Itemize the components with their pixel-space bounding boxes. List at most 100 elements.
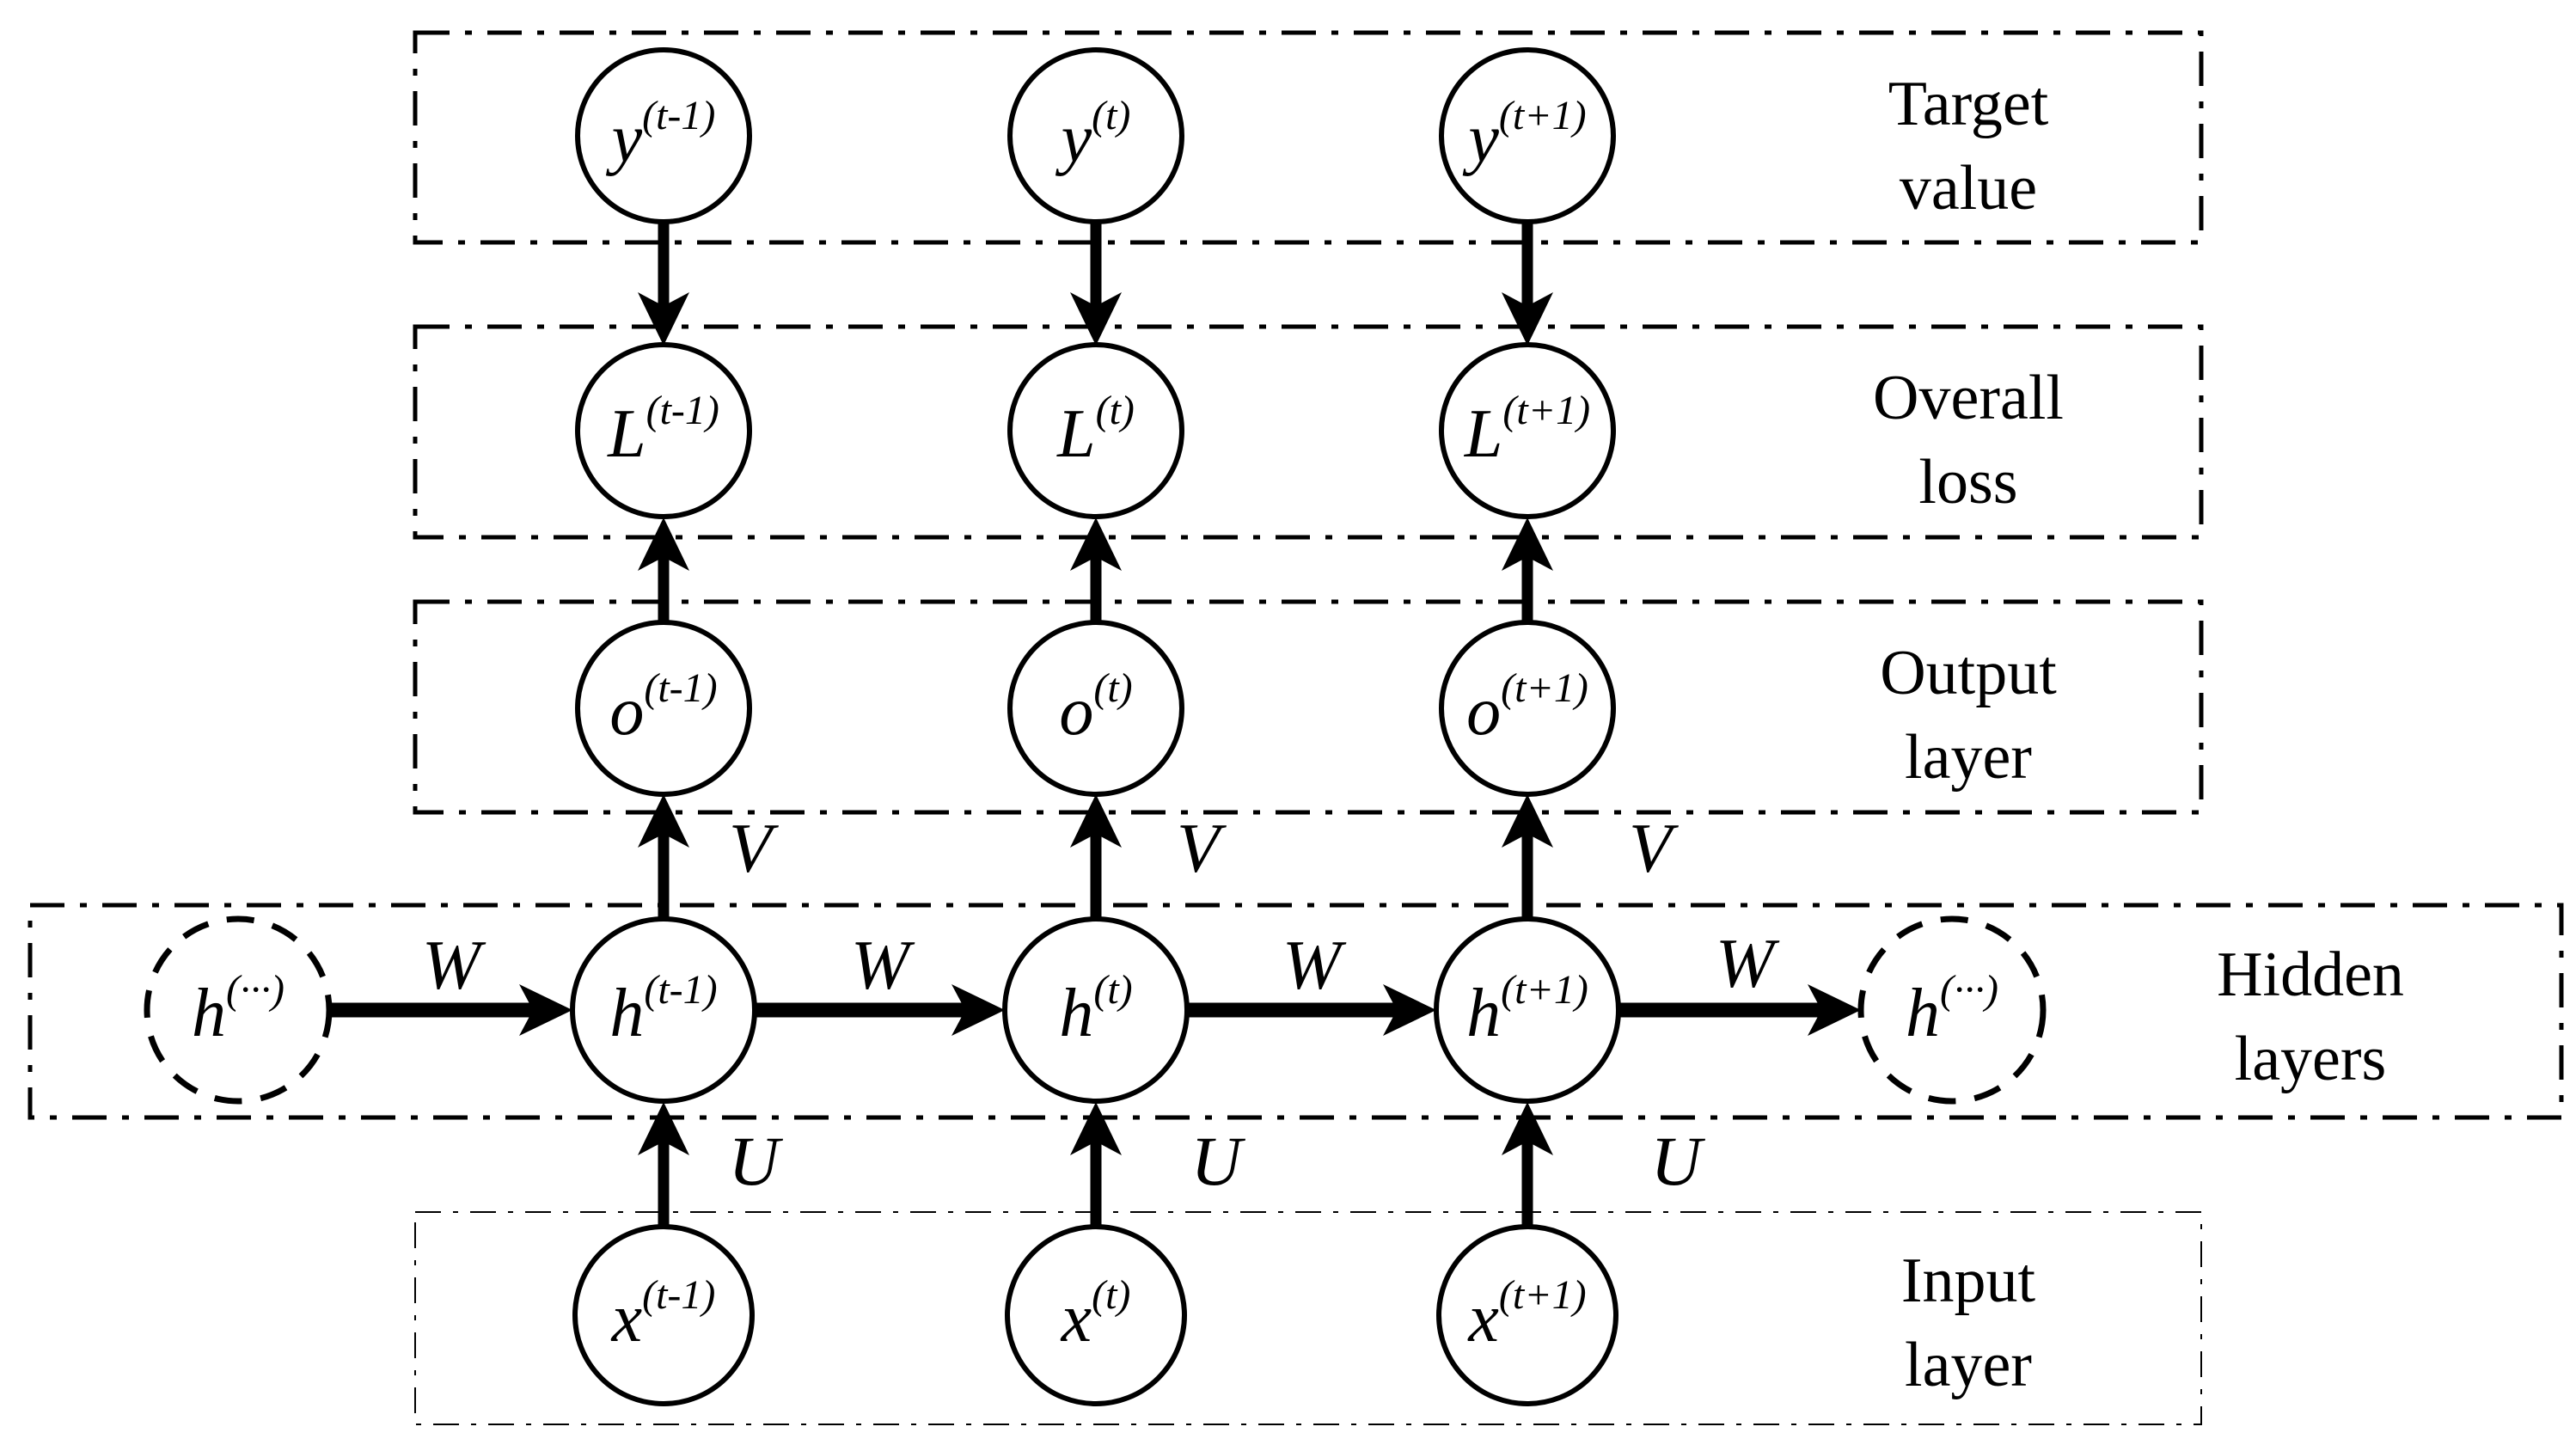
node-h-past-dashed xyxy=(144,915,333,1105)
node-x-t xyxy=(1005,1224,1187,1406)
arrow-h-to-o-t-minus-1-head xyxy=(638,794,689,848)
node-label-sup-o-t-plus-1: (t+1) xyxy=(1501,665,1588,711)
overall-loss-label-line-2: loss xyxy=(1918,447,2017,517)
node-label-main-L-t-minus-1: L xyxy=(607,396,646,472)
arrow-x-to-h-t-head xyxy=(1070,1102,1122,1155)
node-label-sup-h-past: (···) xyxy=(226,967,285,1013)
node-label-sup-h-t-minus-1: (t-1) xyxy=(644,967,717,1013)
node-label-main-x-t-minus-1: x xyxy=(611,1281,643,1356)
node-label-x-t-plus-1: x(t+1) xyxy=(1467,1272,1586,1356)
arrow-h-t-minus-1-to-h-t-head xyxy=(951,984,1005,1036)
output-layer-label-line-2: layer xyxy=(1905,722,2032,793)
node-y-t-plus-1 xyxy=(1439,47,1616,224)
arrow-h-t-plus-1-to-h-future-head xyxy=(1808,984,1861,1036)
node-x-t-plus-1 xyxy=(1436,1224,1618,1406)
node-label-sup-L-t-minus-1: (t-1) xyxy=(646,388,719,433)
layer-box-target-value xyxy=(413,30,2204,245)
weight-V-1: V xyxy=(729,809,779,887)
node-label-main-o-t: o xyxy=(1059,674,1093,750)
node-label-sup-h-future: (···) xyxy=(1940,967,1998,1013)
node-label-o-t-minus-1: o(t-1) xyxy=(609,665,717,750)
node-label-h-t-minus-1: h(t-1) xyxy=(609,967,717,1051)
node-label-y-t-plus-1: y(t+1) xyxy=(1462,93,1586,177)
node-label-main-L-t-plus-1: L xyxy=(1464,396,1503,472)
arrow-o-to-L-t-minus-1-head xyxy=(638,517,689,571)
weight-U-2: U xyxy=(1190,1122,1245,1200)
node-o-t xyxy=(1007,620,1184,797)
node-label-main-o-t-minus-1: o xyxy=(609,674,644,750)
node-label-L-t-plus-1: L(t+1) xyxy=(1464,388,1590,472)
weight-V-3: V xyxy=(1629,809,1679,887)
node-label-L-t-minus-1: L(t-1) xyxy=(607,388,719,472)
node-label-sup-y-t-plus-1: (t+1) xyxy=(1499,93,1587,138)
layer-box-input-layer xyxy=(414,1211,2202,1425)
node-h-future-dashed xyxy=(1857,915,2047,1105)
target-value-label-line-2: value xyxy=(1900,153,2037,223)
node-label-y-t-minus-1: y(t-1) xyxy=(606,93,716,177)
arrow-h-t-to-h-t-plus-1-head xyxy=(1383,984,1436,1036)
node-y-t-minus-1 xyxy=(575,47,752,224)
weight-U-3: U xyxy=(1650,1122,1705,1200)
node-label-sup-L-t-plus-1: (t+1) xyxy=(1502,388,1590,433)
node-L-t xyxy=(1007,342,1184,519)
overall-loss-label-line-1: Overall xyxy=(1873,363,2064,433)
weight-V-2: V xyxy=(1177,809,1227,887)
arrow-y-to-L-t-plus-1-head xyxy=(1502,292,1553,346)
weight-W-4: W xyxy=(1716,924,1780,1002)
weight-U-1: U xyxy=(728,1122,783,1200)
weight-W-2: W xyxy=(851,926,915,1004)
weight-W-3: W xyxy=(1282,926,1347,1004)
node-label-main-x-t: x xyxy=(1061,1281,1092,1356)
node-label-sup-L-t: (t) xyxy=(1096,388,1135,433)
arrow-y-to-L-t-minus-1-head xyxy=(638,292,689,346)
node-L-t-minus-1 xyxy=(575,342,752,519)
node-label-o-t: o(t) xyxy=(1059,665,1132,750)
node-o-t-plus-1 xyxy=(1439,620,1616,797)
node-label-main-L-t: L xyxy=(1056,396,1096,472)
node-label-h-future: h(···) xyxy=(1906,967,1998,1051)
node-h-t-plus-1 xyxy=(1434,916,1621,1104)
node-h-t xyxy=(1002,916,1190,1104)
target-value-label-line-1: Target xyxy=(1888,69,2049,139)
node-label-sup-x-t-minus-1: (t-1) xyxy=(642,1272,715,1318)
node-label-h-t-plus-1: h(t+1) xyxy=(1466,967,1588,1051)
layer-box-overall-loss xyxy=(413,324,2204,540)
node-label-main-h-past: h xyxy=(192,976,226,1051)
node-label-sup-o-t: (t) xyxy=(1093,665,1132,711)
node-label-main-h-t: h xyxy=(1059,976,1093,1051)
node-label-x-t: x(t) xyxy=(1061,1272,1131,1356)
arrow-h-to-o-t-head xyxy=(1070,794,1122,848)
node-label-h-past: h(···) xyxy=(192,967,285,1051)
node-label-main-h-t-minus-1: h xyxy=(609,976,644,1051)
hidden-layers-label-line-2: layers xyxy=(2235,1024,2387,1094)
node-label-o-t-plus-1: o(t+1) xyxy=(1466,665,1588,750)
node-label-x-t-minus-1: x(t-1) xyxy=(611,1272,716,1356)
node-label-main-y-t-plus-1: y xyxy=(1462,101,1499,177)
node-label-sup-h-t-plus-1: (t+1) xyxy=(1501,967,1588,1013)
arrow-o-to-L-t-head xyxy=(1070,517,1122,571)
arrow-x-to-h-t-minus-1-head xyxy=(638,1102,689,1155)
node-h-t-minus-1 xyxy=(570,916,757,1104)
arrow-x-to-h-t-plus-1-head xyxy=(1502,1102,1553,1155)
node-o-t-minus-1 xyxy=(575,620,752,797)
node-label-main-o-t-plus-1: o xyxy=(1466,674,1501,750)
node-label-y-t: y(t) xyxy=(1055,93,1131,177)
node-label-sup-y-t: (t) xyxy=(1092,93,1130,138)
node-label-sup-h-t: (t) xyxy=(1093,967,1132,1013)
node-label-h-t: h(t) xyxy=(1059,967,1132,1051)
arrow-o-to-L-t-plus-1-head xyxy=(1502,517,1553,571)
node-label-main-h-t-plus-1: h xyxy=(1466,976,1501,1051)
input-layer-label-line-1: Input xyxy=(1901,1246,2036,1316)
arrow-y-to-L-t-head xyxy=(1070,292,1122,346)
arrow-h-past-to-h-t-minus-1-head xyxy=(519,984,572,1036)
node-label-sup-o-t-minus-1: (t-1) xyxy=(644,665,717,711)
node-label-sup-y-t-minus-1: (t-1) xyxy=(642,93,715,138)
node-label-main-y-t-minus-1: y xyxy=(606,101,643,177)
node-label-main-x-t-plus-1: x xyxy=(1467,1281,1499,1356)
node-label-main-h-future: h xyxy=(1906,976,1940,1051)
output-layer-label-line-1: Output xyxy=(1880,638,2057,708)
node-L-t-plus-1 xyxy=(1439,342,1616,519)
node-label-sup-x-t: (t) xyxy=(1092,1272,1130,1318)
